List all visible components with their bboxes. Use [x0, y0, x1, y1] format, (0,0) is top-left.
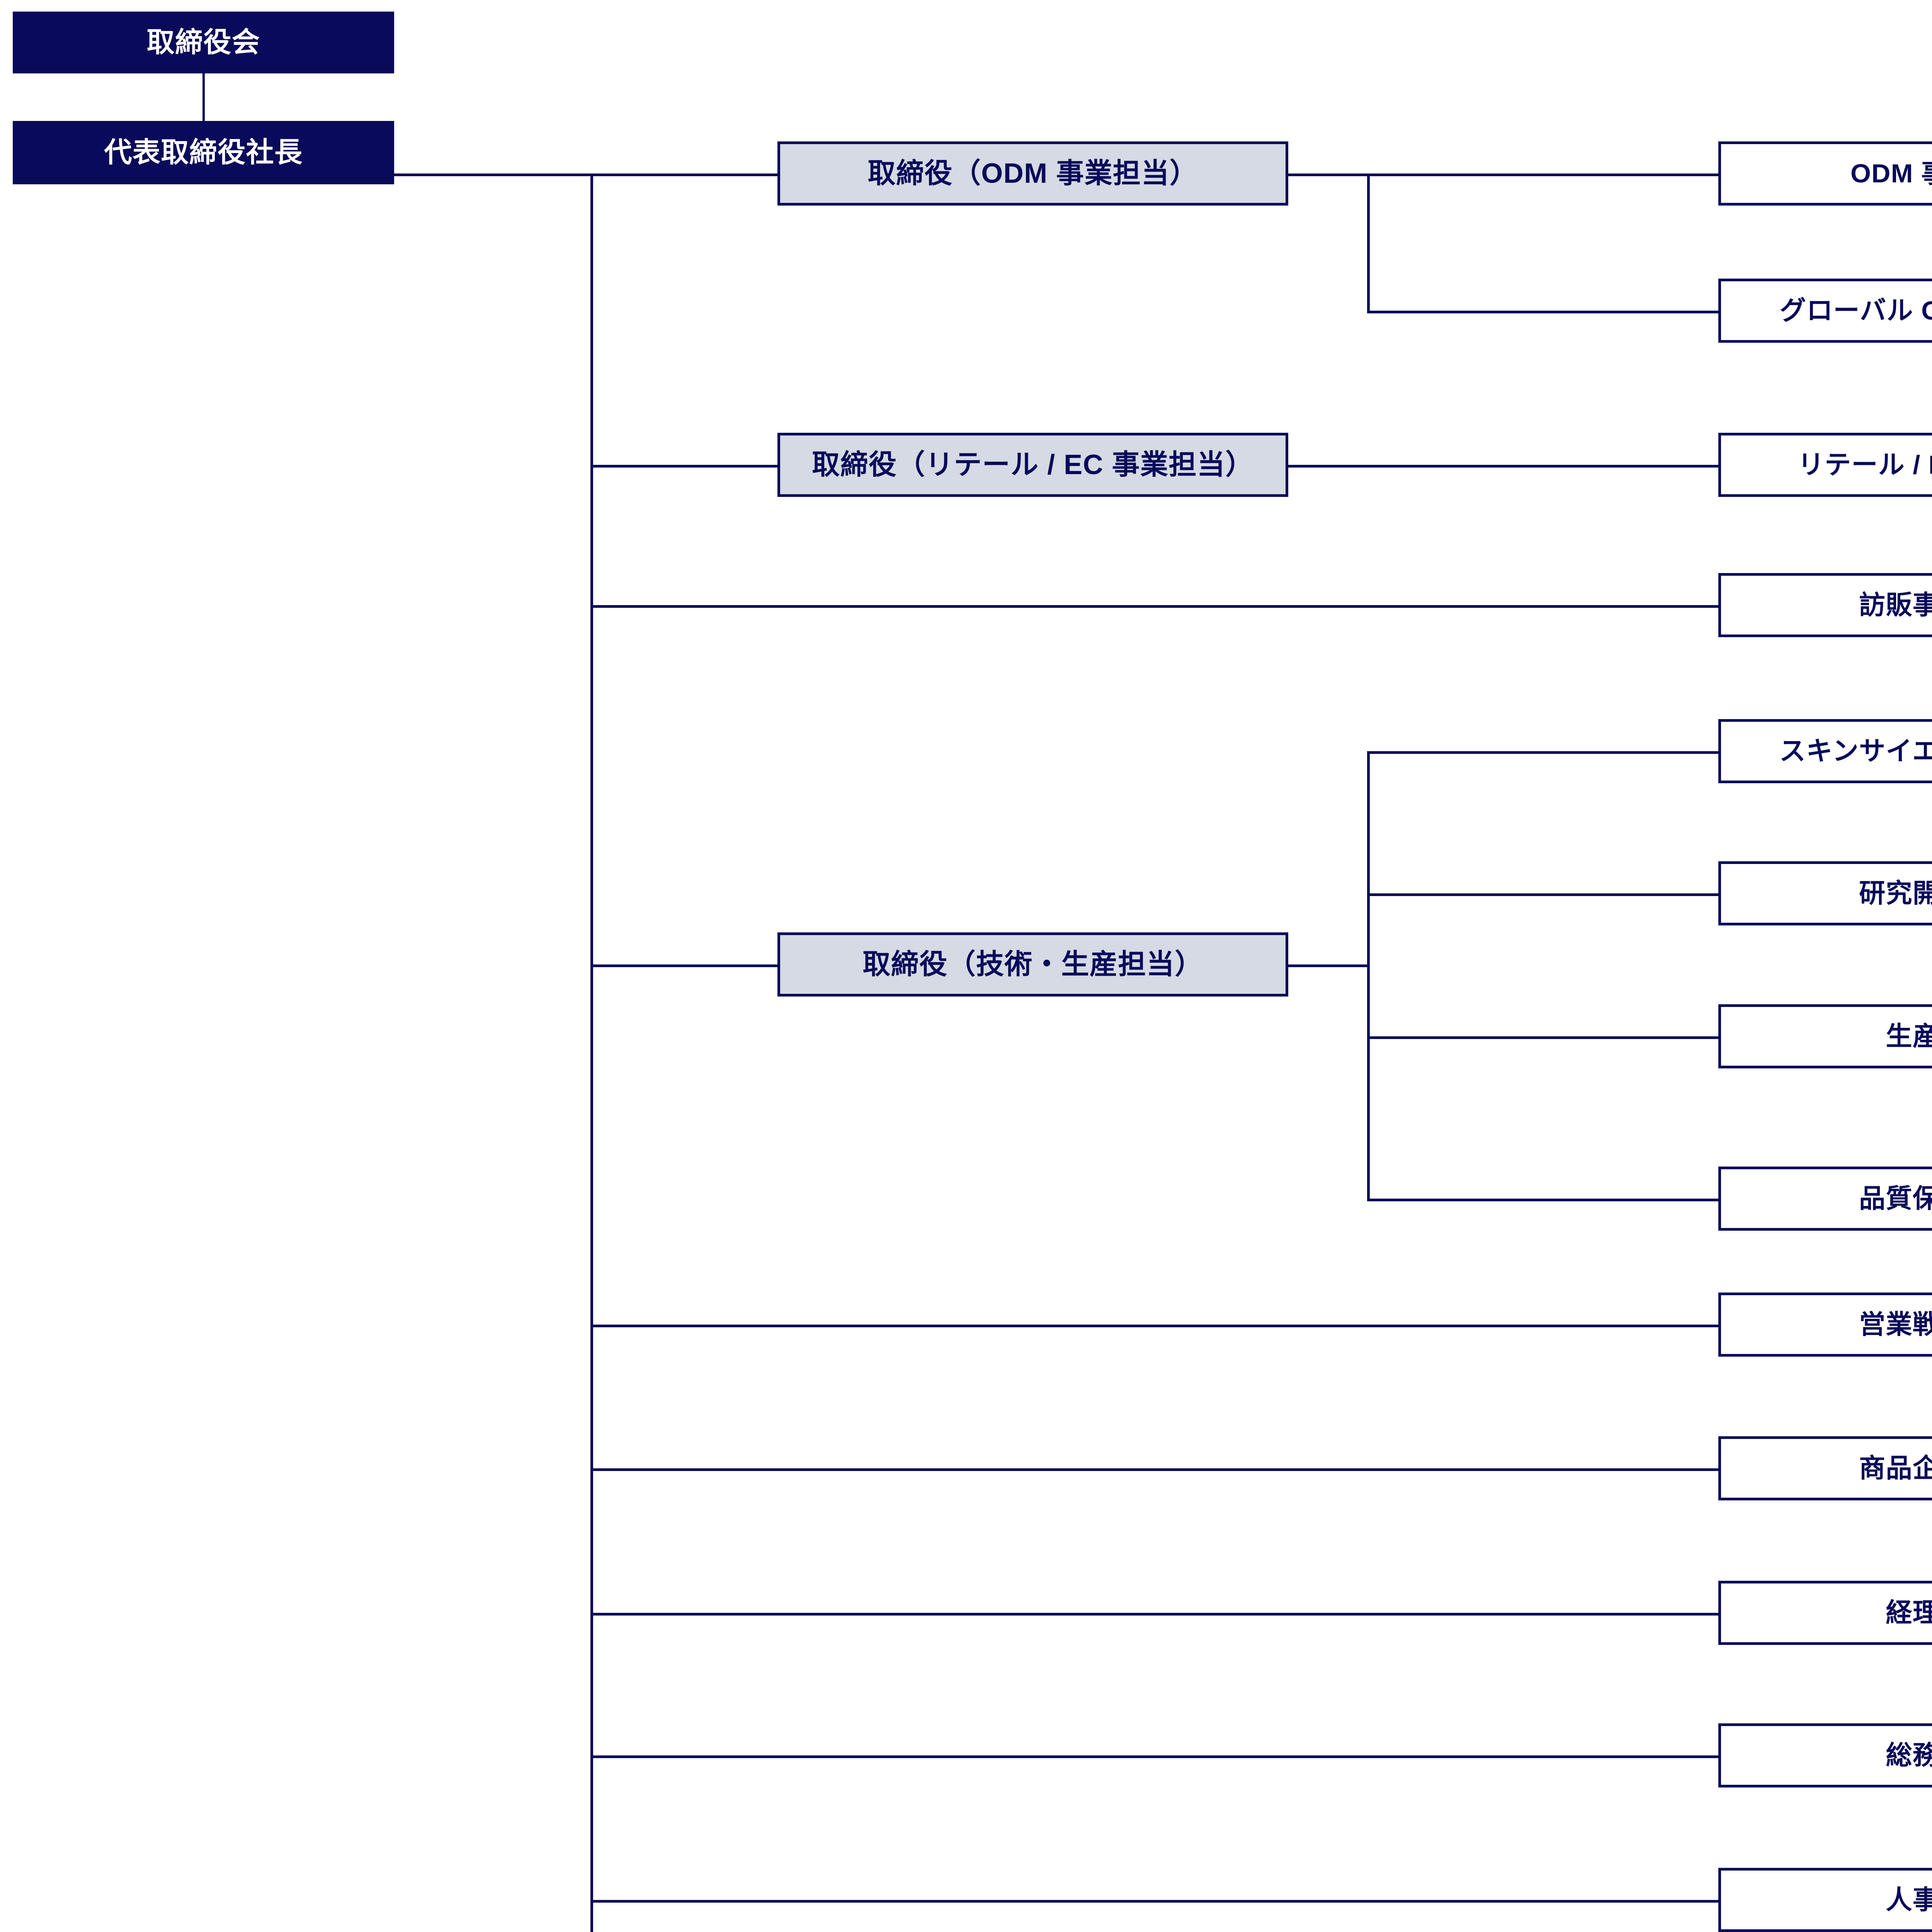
box-dept-rnd[interactable]: 研究開発部 — [1718, 861, 1932, 925]
connector-tech-to-production — [1367, 1036, 1721, 1039]
connector-tech-director-stub — [1287, 964, 1370, 967]
connector-trunk-to-sales-strategy — [590, 1325, 1721, 1327]
connector-trunk-to-houhan — [590, 605, 1721, 608]
box-dept-skin-science-lab[interactable]: スキンサイエンス研究室 — [1718, 719, 1932, 783]
connector-trunk-to-retail-director — [590, 465, 779, 468]
main-trunk-vertical — [590, 173, 593, 1932]
box-dept-quality-assurance[interactable]: 品質保証部 — [1718, 1167, 1932, 1231]
box-director-odm[interactable]: 取締役（ODM 事業担当） — [777, 141, 1288, 206]
connector-trunk-to-accounting — [590, 1613, 1721, 1616]
connector-odm-to-odm-dept — [1367, 173, 1721, 176]
connector-trunk-to-odm-director — [590, 173, 779, 176]
connector-tech-to-rnd — [1367, 893, 1721, 896]
box-board-of-directors[interactable]: 取締役会 — [13, 12, 394, 73]
tech-subbranch-vertical — [1367, 751, 1370, 1201]
box-dept-odm[interactable]: ODM 事業部 — [1718, 141, 1932, 206]
connector-trunk-to-product-planning — [590, 1468, 1721, 1471]
box-dept-retail-ec[interactable]: リテール / EC 事業部 — [1718, 433, 1932, 497]
box-dept-production[interactable]: 生産部 — [1718, 1004, 1932, 1068]
box-dept-human-resources[interactable]: 人事部 — [1718, 1868, 1932, 1932]
connector-trunk-to-tech-director — [590, 964, 779, 967]
box-dept-general-affairs[interactable]: 総務部 — [1718, 1723, 1932, 1787]
box-dept-sales-strategy[interactable]: 営業戦略室 — [1718, 1293, 1932, 1357]
box-president[interactable]: 代表取締役社長 — [13, 121, 394, 184]
box-dept-global-odm[interactable]: グローバル ODM 事業部 — [1718, 279, 1932, 343]
connector-trunk-to-general-affairs — [590, 1755, 1721, 1758]
connector-retail-director-to-dept — [1287, 465, 1721, 468]
box-dept-accounting[interactable]: 経理部 — [1718, 1581, 1932, 1645]
box-director-tech-production[interactable]: 取締役（技術・生産担当） — [777, 932, 1288, 997]
odm-subbranch-vertical — [1367, 173, 1370, 313]
box-director-retail-ec[interactable]: 取締役（リテール / EC 事業担当） — [777, 433, 1288, 497]
box-dept-product-planning[interactable]: 商品企画部 — [1718, 1436, 1932, 1500]
connector-odm-to-global-odm-dept — [1367, 311, 1721, 313]
connector-tech-to-quality — [1367, 1199, 1721, 1201]
connector-odm-director-stub — [1287, 173, 1370, 176]
connector-board-to-president — [202, 73, 205, 122]
connector-president-stub — [394, 173, 593, 176]
box-dept-houhan[interactable]: 訪販事業部 — [1718, 573, 1932, 637]
connector-tech-to-skin-science — [1367, 751, 1721, 754]
connector-trunk-to-hr — [590, 1900, 1721, 1903]
